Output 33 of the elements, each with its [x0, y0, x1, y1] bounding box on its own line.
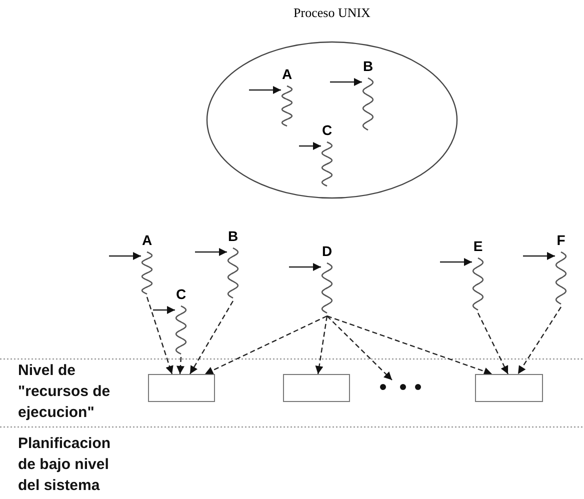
arrow [518, 306, 562, 374]
layer-label: Planificacion de bajo nivel del sistema [18, 434, 112, 496]
arrow [176, 356, 184, 374]
arrow [440, 258, 472, 266]
arrow [477, 312, 509, 374]
layer-label: Nivel de "recursos de ejecucion" [18, 361, 112, 423]
resource-box [148, 374, 215, 402]
thread-label: C [174, 286, 188, 302]
arrow [330, 78, 362, 86]
arrow [204, 315, 328, 375]
thread-label: C [320, 122, 334, 138]
arrow [523, 252, 555, 260]
resource-box [475, 374, 543, 402]
arrow [315, 316, 328, 374]
thread-label: B [226, 228, 240, 244]
arrow [195, 248, 227, 256]
arrow [109, 252, 141, 260]
arrow [326, 316, 392, 380]
thread-label: B [362, 58, 374, 74]
thread-label: D [320, 243, 334, 259]
resource-box [283, 374, 350, 402]
arrow [299, 142, 321, 150]
thread-label: A [280, 66, 294, 82]
arrow [249, 86, 281, 94]
arrow [146, 296, 174, 374]
thread-label: A [140, 232, 154, 248]
arrow [326, 315, 492, 376]
arrow [153, 306, 175, 314]
thread-label: F [556, 232, 566, 248]
arrow [189, 300, 234, 374]
process-title: Proceso UNIX [292, 5, 372, 21]
arrow [289, 263, 321, 271]
thread-label: E [472, 238, 484, 254]
